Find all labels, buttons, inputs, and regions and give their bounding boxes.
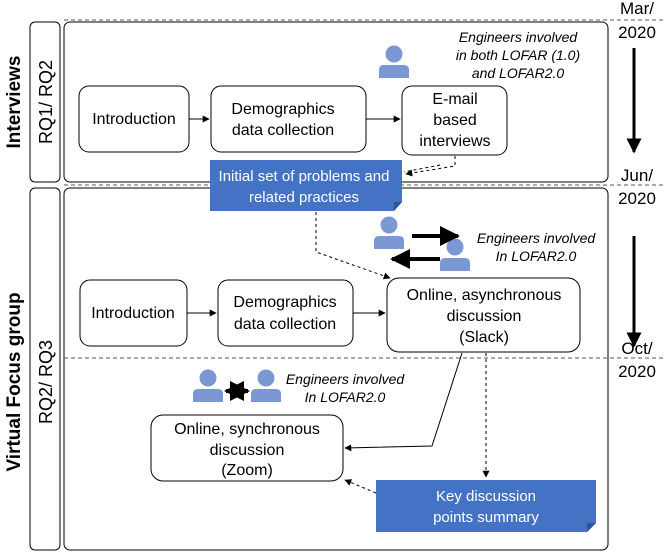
interviews-demographics-line2: data collection: [232, 122, 334, 139]
engineers-both-line1: Engineers involved: [459, 29, 579, 45]
interviews-rq-label: RQ1/ RQ2: [36, 60, 56, 144]
focus-group-phase-label: Virtual Focus group: [4, 292, 25, 471]
focus-demographics-box: [217, 279, 354, 347]
interviews-demographics-line1: Demographics: [231, 101, 334, 118]
date-mar-year: 2020: [618, 23, 656, 42]
engineers-sync-line1: Engineers involved: [286, 371, 406, 387]
engineers-async-line1: Engineers involved: [477, 230, 597, 246]
date-jun-year: 2020: [618, 189, 656, 208]
problems-note: [210, 160, 402, 211]
date-oct-year: 2020: [618, 362, 656, 381]
focus-demographics-line1: Demographics: [233, 294, 336, 311]
problems-note-line1: Initial set of problems and: [219, 168, 390, 185]
async-discussion-line1: Online, asynchronous: [407, 287, 562, 304]
rq-interviews-box: [29, 21, 61, 183]
sync-discussion-line1: Online, synchronous: [174, 421, 320, 438]
rq-focus-box: [29, 187, 61, 551]
sync-discussion-line2: discussion: [210, 442, 285, 459]
summary-note-line2: points summary: [433, 509, 539, 526]
engineers-sync-line2: In LOFAR2.0: [305, 389, 386, 405]
email-interviews-line2: based: [433, 112, 477, 129]
summary-note: [376, 480, 596, 532]
async-discussion-line2: discussion: [447, 308, 522, 325]
date-mar-month: Mar/: [620, 0, 654, 18]
async-discussion-line3: (Slack): [459, 329, 509, 346]
date-jun-month: Jun/: [621, 166, 653, 185]
summary-note-fold: [587, 523, 596, 532]
engineers-both-line2: in both LOFAR (1.0): [456, 47, 580, 63]
problems-note-fold: [394, 202, 402, 211]
problems-note-line2: related practices: [249, 189, 359, 206]
interviews-introduction-label: Introduction: [92, 111, 176, 128]
email-interviews-line3: interviews: [419, 133, 490, 150]
dashed-arrow-problems-to-async: [315, 212, 391, 280]
async-discussion-box: [386, 277, 581, 353]
sync-discussion-line3: (Zoom): [221, 462, 273, 479]
email-interviews-box: [401, 85, 508, 156]
arrow-async-to-sync: [344, 352, 463, 452]
summary-note-line1: Key discussion: [436, 488, 536, 505]
sync-discussion-box: [150, 414, 344, 482]
focus-group-rq-label: RQ2/ RQ3: [36, 340, 56, 424]
interviews-demographics-box: [210, 85, 367, 153]
focus-demographics-line2: data collection: [234, 316, 336, 333]
focus-introduction-label: Introduction: [91, 305, 175, 322]
email-interviews-line1: E-mail: [432, 91, 477, 108]
interviews-phase-label: Interviews: [4, 56, 25, 149]
engineers-both-line3: and LOFAR2.0: [472, 65, 565, 81]
engineers-async-line2: In LOFAR2.0: [496, 248, 577, 264]
date-oct-month: Oct/: [621, 339, 652, 358]
dashed-arrow-email-to-problems-head: [405, 156, 456, 177]
